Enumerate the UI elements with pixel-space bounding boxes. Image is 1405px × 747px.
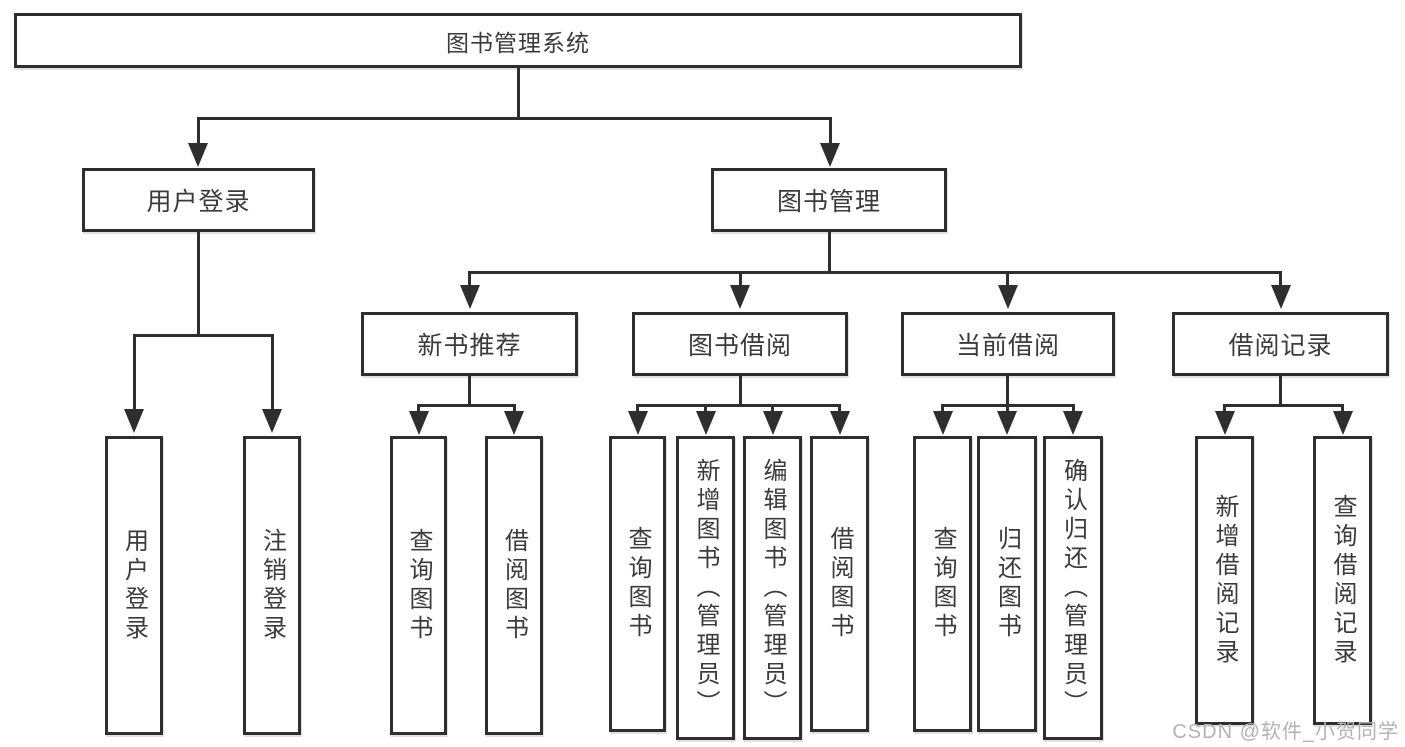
connector-book-borrowing-hline — [636, 404, 841, 407]
connector-user-login-hline — [132, 334, 274, 337]
arrow-to-leaf-return-books — [1005, 404, 1009, 412]
node-user-login-label: 用户登录 — [146, 188, 251, 216]
leaf-return-books-label: 归还图书 — [993, 526, 1021, 642]
arrow-to-leaf-query-record — [1341, 404, 1344, 412]
arrow-to-leaf-edit-books — [771, 404, 774, 412]
arrow-to-leaf-borrow-books-2 — [838, 404, 841, 412]
node-current-borrowing-label: 当前借阅 — [955, 332, 1060, 360]
arrow-to-book-borrowing — [738, 271, 742, 286]
connector-root-vline — [517, 68, 520, 120]
arrow-to-leaf-confirm-return — [1071, 404, 1075, 412]
leaf-add-books-admin-label: 新增图书（管理员） — [692, 457, 719, 719]
arrow-to-current-borrowing — [1006, 271, 1009, 286]
node-library-system-label: 图书管理系统 — [446, 29, 590, 56]
leaf-borrow-books-2: 借阅图书 — [810, 436, 869, 732]
arrow-to-leaf-logout — [270, 334, 274, 410]
leaf-add-borrow-record: 新增借阅记录 — [1195, 436, 1254, 725]
connector-book-borrowing-vline — [738, 376, 742, 407]
leaf-query-borrow-record: 查询借阅记录 — [1313, 436, 1372, 725]
node-book-management-label: 图书管理 — [776, 188, 881, 216]
node-current-borrowing: 当前借阅 — [901, 312, 1115, 376]
node-user-login: 用户登录 — [82, 168, 315, 232]
leaf-borrow-books-1: 借阅图书 — [485, 436, 543, 735]
leaf-add-borrow-record-label: 新增借阅记录 — [1211, 493, 1238, 668]
arrow-to-user-login — [196, 117, 200, 144]
csdn-watermark: CSDN @软件_小贺同学 — [1172, 721, 1399, 743]
leaf-query-borrow-record-label: 查询借阅记录 — [1329, 493, 1356, 668]
arrow-to-leaf-query-books-2 — [636, 404, 639, 412]
connector-book-management-hline — [467, 271, 1282, 274]
leaf-query-books-1: 查询图书 — [390, 436, 447, 735]
leaf-edit-books-admin: 编辑图书（管理员） — [743, 436, 802, 740]
node-book-management: 图书管理 — [711, 168, 947, 232]
leaf-query-books-3-label: 查询图书 — [929, 526, 956, 642]
arrow-to-leaf-borrow-books-1 — [512, 404, 516, 412]
leaf-confirm-return-admin: 确认归还（管理员） — [1043, 436, 1103, 740]
leaf-query-books-1-label: 查询图书 — [405, 527, 432, 644]
arrow-to-leaf-query-books-3 — [941, 404, 944, 412]
leaf-add-books-admin: 新增图书（管理员） — [676, 436, 735, 740]
node-book-borrowing: 图书借阅 — [632, 312, 848, 376]
leaf-logout-login-label: 注销登录 — [258, 527, 286, 644]
arrow-to-borrowing-records — [1279, 271, 1282, 286]
leaf-edit-books-admin-label: 编辑图书（管理员） — [759, 457, 786, 719]
leaf-query-books-2: 查询图书 — [609, 436, 666, 732]
node-book-borrowing-label: 图书借阅 — [687, 332, 792, 360]
connector-new-book-recommend-vline — [468, 376, 471, 407]
arrow-to-leaf-query-books-1 — [417, 404, 420, 412]
leaf-query-books-2-label: 查询图书 — [624, 526, 651, 642]
connector-user-login-vline — [196, 232, 200, 337]
connector-book-management-vline — [827, 232, 831, 274]
node-borrowing-records-label: 借阅记录 — [1228, 332, 1333, 360]
connector-borrowing-records-hline — [1223, 404, 1344, 407]
arrow-to-new-book-recommend — [468, 271, 471, 286]
leaf-borrow-books-1-label: 借阅图书 — [500, 527, 528, 644]
arrow-to-book-management — [828, 117, 832, 144]
connector-borrowing-records-vline — [1279, 376, 1282, 407]
leaf-user-login: 用户登录 — [105, 436, 163, 735]
arrow-to-leaf-user-login — [132, 334, 136, 410]
node-new-book-recommend: 新书推荐 — [361, 312, 578, 376]
leaf-confirm-return-admin-label: 确认归还（管理员） — [1059, 457, 1087, 719]
node-library-system: 图书管理系统 — [14, 13, 1022, 68]
leaf-query-books-3: 查询图书 — [913, 436, 972, 732]
leaf-borrow-books-2-label: 借阅图书 — [826, 526, 853, 642]
arrow-to-leaf-add-books — [704, 404, 707, 412]
leaf-user-login-label: 用户登录 — [120, 527, 148, 644]
leaf-logout-login: 注销登录 — [243, 436, 301, 735]
node-borrowing-records: 借阅记录 — [1172, 312, 1389, 376]
connector-new-book-recommend-hline — [417, 404, 516, 407]
arrow-to-leaf-add-record — [1223, 404, 1226, 412]
node-new-book-recommend-label: 新书推荐 — [417, 332, 522, 360]
connector-root-hline — [197, 117, 831, 120]
connector-current-borrowing-vline — [1006, 376, 1009, 407]
leaf-return-books: 归还图书 — [977, 436, 1037, 732]
